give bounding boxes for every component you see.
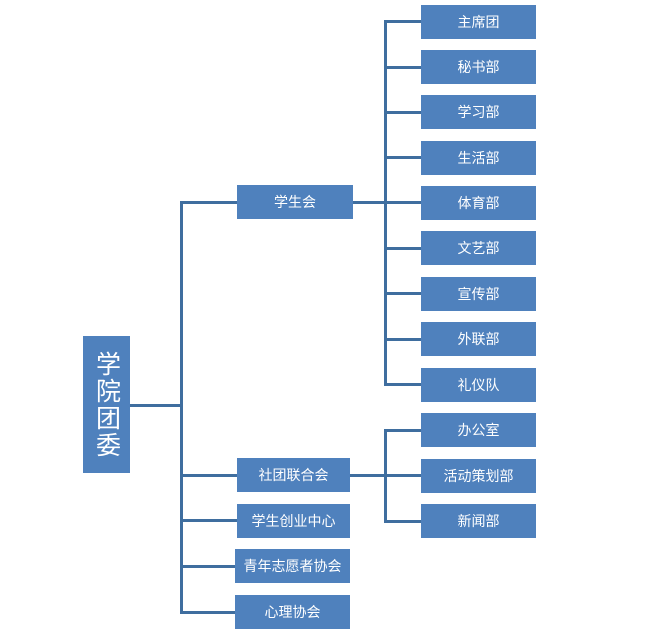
dept-branch: [384, 111, 421, 114]
node-secretariat: 秘书部: [421, 50, 536, 84]
branch-startup-center: [180, 519, 237, 522]
node-volunteer-association: 青年志愿者协会: [235, 549, 350, 583]
node-news-dept: 新闻部: [421, 504, 536, 538]
node-presidium: 主席团: [421, 5, 536, 39]
node-etiquette-team: 礼仪队: [421, 368, 536, 402]
dept-branch: [384, 383, 421, 386]
dept-branch: [384, 429, 421, 432]
dept-branch: [384, 156, 421, 159]
branch-psychology: [180, 611, 237, 614]
dept-branch: [384, 247, 421, 250]
dept-branch: [384, 292, 421, 295]
dept-branch: [384, 66, 421, 69]
branch-student-union: [180, 201, 237, 204]
dept-branch: [384, 338, 421, 341]
root-connector: [130, 404, 182, 407]
node-psychology-association: 心理协会: [235, 595, 350, 629]
dept-branch: [384, 520, 421, 523]
node-external-relations-dept: 外联部: [421, 322, 536, 356]
node-student-union: 学生会: [237, 185, 353, 219]
club-union-connector: [350, 474, 387, 477]
dept-branch: [384, 201, 421, 204]
branch-volunteer: [180, 565, 237, 568]
node-startup-center: 学生创业中心: [237, 504, 350, 538]
node-office: 办公室: [421, 413, 536, 447]
root-node-college-youth-league: 学院团委: [83, 336, 130, 473]
node-publicity-dept: 宣传部: [421, 277, 536, 311]
node-arts-dept: 文艺部: [421, 231, 536, 265]
dept-branch: [384, 20, 421, 23]
node-study-dept: 学习部: [421, 95, 536, 129]
node-club-union: 社团联合会: [237, 458, 350, 492]
student-union-connector: [353, 201, 387, 204]
branch-club-union: [180, 474, 237, 477]
node-event-planning-dept: 活动策划部: [421, 459, 536, 493]
dept-branch: [384, 474, 421, 477]
level1-trunk: [180, 201, 183, 614]
node-life-dept: 生活部: [421, 141, 536, 175]
node-sports-dept: 体育部: [421, 186, 536, 220]
